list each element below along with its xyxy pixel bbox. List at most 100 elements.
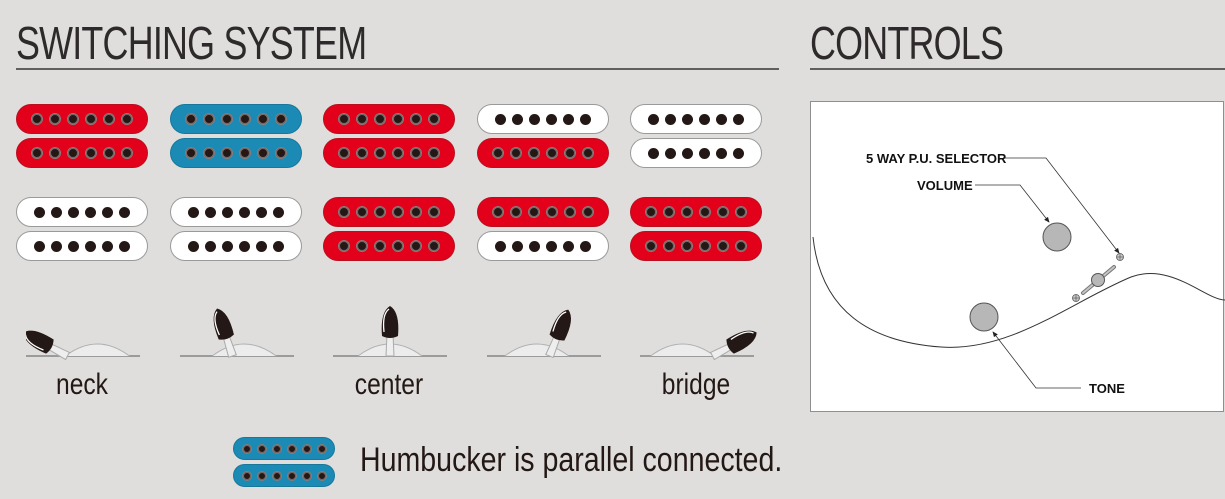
pole-piece: [239, 240, 250, 252]
pole-piece: [510, 206, 522, 218]
pole-piece: [221, 113, 233, 125]
pickup-coil-red: [323, 104, 455, 134]
pole-piece: [103, 113, 115, 125]
pole-piece: [301, 443, 312, 454]
pole-piece: [34, 240, 45, 252]
pickup-coil-white: [477, 104, 609, 134]
pole-piece: [563, 240, 574, 252]
pickup-coil-red: [323, 231, 455, 261]
pole-piece: [529, 240, 540, 252]
pole-piece: [528, 147, 540, 159]
pole-piece: [374, 240, 386, 252]
pole-piece: [67, 113, 79, 125]
pole-piece: [68, 206, 79, 218]
pole-piece: [271, 470, 282, 481]
pole-piece: [102, 206, 113, 218]
selector-switch-icon: [333, 306, 447, 357]
pole-piece: [392, 240, 404, 252]
pole-piece: [681, 240, 693, 252]
pole-piece: [121, 147, 133, 159]
pole-piece: [428, 206, 440, 218]
pole-piece: [68, 240, 79, 252]
pole-piece: [49, 113, 61, 125]
pole-piece: [645, 206, 657, 218]
pole-piece: [286, 443, 297, 454]
pickup-coil-red: [323, 138, 455, 168]
pickup-coil-white: [16, 231, 148, 261]
pole-piece: [510, 147, 522, 159]
pickup-coil-red: [477, 138, 609, 168]
pole-piece: [85, 113, 97, 125]
pole-piece: [185, 147, 197, 159]
pole-piece: [546, 147, 558, 159]
pole-piece: [301, 470, 312, 481]
tone-label: TONE: [1089, 381, 1125, 396]
pole-piece: [241, 470, 252, 481]
selector-switch: [1072, 253, 1124, 302]
pole-piece: [256, 240, 267, 252]
pole-piece: [203, 113, 215, 125]
pole-piece: [49, 147, 61, 159]
pole-piece: [119, 206, 130, 218]
pole-piece: [735, 240, 747, 252]
pole-piece: [645, 240, 657, 252]
pickup-coil-white: [170, 197, 302, 227]
pole-piece: [188, 206, 199, 218]
pole-piece: [316, 443, 327, 454]
volume-knob: [1042, 222, 1072, 252]
pickup-coil-white: [16, 197, 148, 227]
legend-text: Humbucker is parallel connected.: [360, 441, 783, 479]
selector-switch-icon: [26, 330, 140, 361]
pole-piece: [665, 147, 676, 159]
pole-piece: [34, 206, 45, 218]
pole-piece: [102, 240, 113, 252]
pole-piece: [495, 240, 506, 252]
switching-system-divider: [16, 68, 779, 70]
selector-switch-icon: [180, 308, 294, 358]
pole-piece: [85, 206, 96, 218]
pole-piece: [222, 240, 233, 252]
pole-piece: [717, 206, 729, 218]
pickup-coil-red: [630, 231, 762, 261]
pickup-coil-red: [16, 138, 148, 168]
pole-piece: [682, 113, 693, 125]
pickup-coil-white: [630, 104, 762, 134]
pole-piece: [528, 206, 540, 218]
pole-piece: [699, 113, 710, 125]
pole-piece: [410, 147, 422, 159]
pole-piece: [286, 470, 297, 481]
pole-piece: [203, 147, 215, 159]
volume-label: VOLUME: [917, 178, 973, 193]
switch-position-label: center: [354, 368, 424, 401]
selector-switch-icon: [640, 330, 757, 361]
pole-piece: [275, 113, 287, 125]
pole-piece: [239, 206, 250, 218]
pole-piece: [374, 147, 386, 159]
pole-piece: [410, 240, 422, 252]
pole-piece: [546, 113, 557, 125]
pole-piece: [717, 240, 729, 252]
pole-piece: [428, 240, 440, 252]
pole-piece: [716, 113, 727, 125]
pole-piece: [51, 240, 62, 252]
pole-piece: [492, 206, 504, 218]
pole-piece: [51, 206, 62, 218]
pickup-coil-blue: [170, 104, 302, 134]
pole-piece: [256, 443, 267, 454]
pole-piece: [316, 470, 327, 481]
pole-piece: [31, 113, 43, 125]
pole-piece: [338, 147, 350, 159]
pole-piece: [699, 240, 711, 252]
switch-position-label: bridge: [661, 368, 731, 401]
pole-piece: [681, 206, 693, 218]
pole-piece: [31, 147, 43, 159]
tone-leader: [992, 331, 1081, 389]
pole-piece: [121, 113, 133, 125]
switching-system-title: SWITCHING SYSTEM: [16, 17, 367, 69]
pickup-coil-red: [323, 197, 455, 227]
pole-piece: [392, 147, 404, 159]
pole-piece: [580, 240, 591, 252]
pole-piece: [392, 113, 404, 125]
pole-piece: [119, 240, 130, 252]
pickup-coil-blue: [170, 138, 302, 168]
